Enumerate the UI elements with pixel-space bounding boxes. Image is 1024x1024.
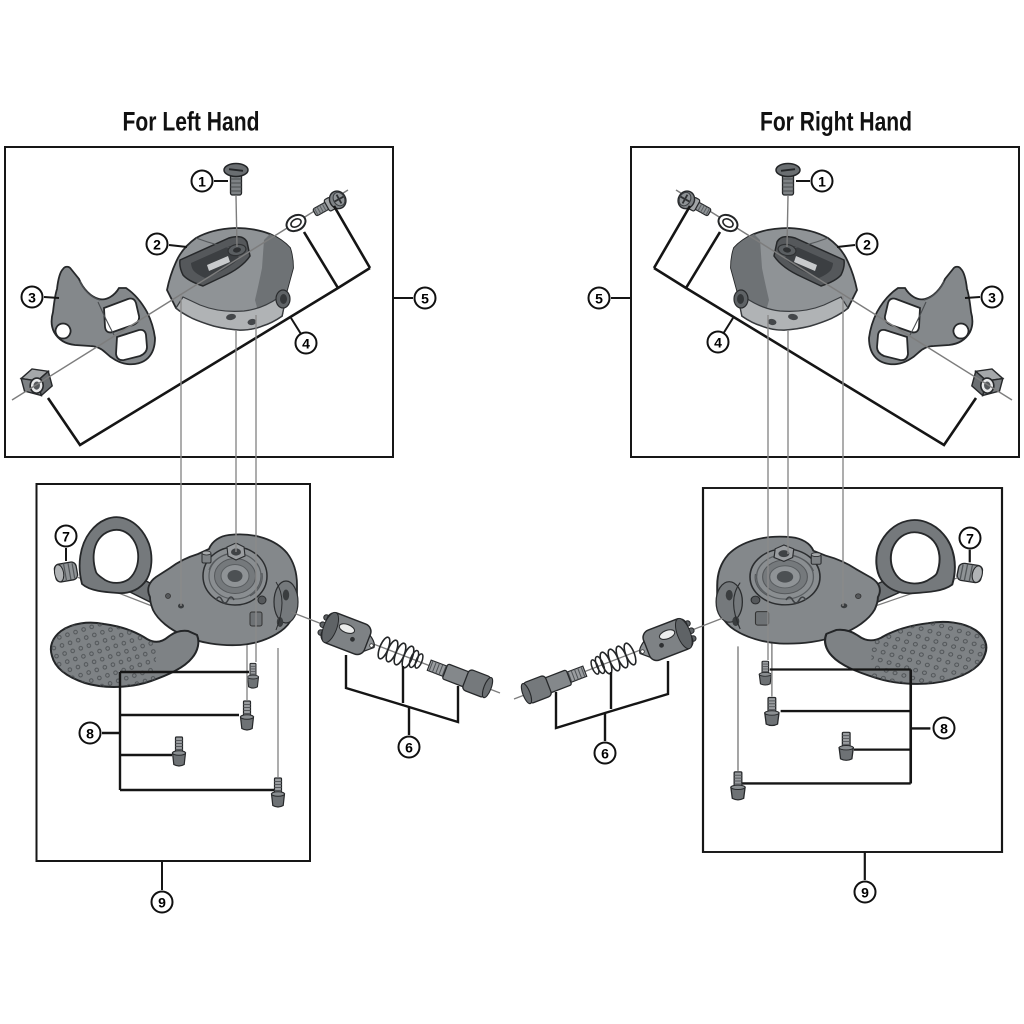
callout-right-3: 3 [980,285,1004,309]
callout-right-9: 9 [853,880,877,904]
callout-left-7: 7 [54,524,78,548]
callout-right-8: 8 [932,716,956,740]
callout-left-9: 9 [150,890,174,914]
callout-left-8: 8 [78,721,102,745]
callout-right-7: 7 [958,526,982,550]
callout-left-2: 2 [145,232,169,256]
right-adjuster-art [512,613,725,743]
callout-left-6: 6 [397,735,421,759]
alignment-lines-right [767,295,844,660]
callout-left-3: 3 [20,285,44,309]
callout-left-4: 4 [294,331,318,355]
panel-title-left: For Left Hand [122,106,260,137]
alignment-lines-left [180,295,257,662]
callout-right-4: 4 [706,330,730,354]
right-bottom-panel-art [703,488,1002,880]
callout-right-6: 6 [593,741,617,765]
left-top-panel-art [3,145,415,459]
callout-left-1: 1 [190,169,214,193]
left-bottom-panel-art [37,484,311,890]
callout-right-5: 5 [587,286,611,310]
left-adjuster-art [289,607,502,737]
right-top-panel-art [609,145,1021,459]
callout-right-1: 1 [810,169,834,193]
callout-right-2: 2 [855,232,879,256]
panel-title-right: For Right Hand [759,106,913,137]
callout-left-5: 5 [413,286,437,310]
